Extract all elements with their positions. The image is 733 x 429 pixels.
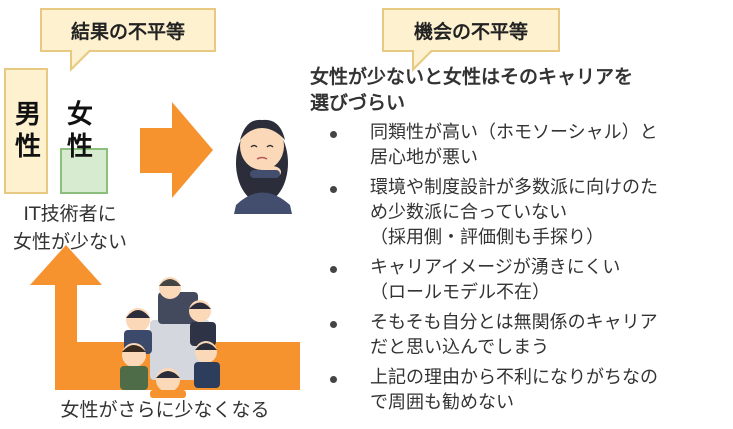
list-item: キャリアイメージが湧きにくい （ロールモデル不在） [328,255,733,305]
bullet-dot [330,321,337,328]
list-item-line: （採用側・評価側も手探り） [370,227,604,248]
list-item-line: 同類性が高い（ホモソーシャル）と [370,122,658,143]
list-item-line: そもそも自分とは無関係のキャリア [370,312,658,333]
male-bar [4,68,48,194]
list-item-line: キャリアイメージが湧きにくい [370,257,621,278]
left-caption-line2: 女性が少ない [12,231,127,253]
right-arrow [140,102,213,198]
headline-line1: 女性が少ないと女性はそのキャリアを [310,66,634,88]
male-bar-label-top: 男 [14,100,41,130]
bullet-dot [330,186,337,193]
reasons-list: 同類性が高い（ホモソーシャル）と 居心地が悪い 環境や制度設計が多数派に向けのた… [328,120,733,420]
headline-line2: 選びづらい [310,92,406,114]
list-item-line: だと思い込んでしまう [370,337,550,358]
female-bar [60,148,108,194]
bullet-dot [330,376,337,383]
callout-tail-fill [72,50,89,67]
list-item: 上記の理由から不利になりがちなの で周囲も勧めない [328,365,733,415]
worried-woman-illustration [234,119,292,214]
list-item: 環境や制度設計が多数派に向けのた め少数派に合っていない （採用側・評価側も手探… [328,175,733,250]
opportunity-inequality-label: 機会の不平等 [413,20,528,43]
headline: 女性が少ないと女性はそのキャリアを 選びづらい [310,64,730,116]
list-item-line: め少数派に合っていない [370,202,568,223]
list-item-line: 環境や制度設計が多数派に向けのた [370,177,658,198]
bullet-dot [330,131,337,138]
female-bar-label-bottom: 性 [66,132,93,162]
feedback-arrow [30,245,300,390]
callout-tail-fill [414,50,431,67]
list-item-line: 居心地が悪い [370,147,478,168]
bottom-caption: 女性がさらに少なくなる [60,399,270,421]
left-caption: IT技術者に 女性が少ない [0,200,140,256]
opportunity-inequality-callout: 機会の不平等 [382,8,560,72]
bullet-dot [330,266,337,273]
male-bar-label-bottom: 性 [14,132,41,162]
left-caption-line1: IT技術者に [23,203,117,225]
list-item-line: で周囲も勧めない [370,392,514,413]
list-item: 同類性が高い（ホモソーシャル）と 居心地が悪い [328,120,733,170]
result-inequality-label: 結果の不平等 [70,20,185,43]
list-item-line: 上記の理由から不利になりがちなの [370,367,658,388]
list-item-line: （ロールモデル不在） [370,282,550,303]
result-inequality-callout: 結果の不平等 [40,8,216,72]
meeting-illustration [120,277,220,398]
list-item: そもそも自分とは無関係のキャリア だと思い込んでしまう [328,310,733,360]
female-bar-label-top: 女 [66,100,93,130]
